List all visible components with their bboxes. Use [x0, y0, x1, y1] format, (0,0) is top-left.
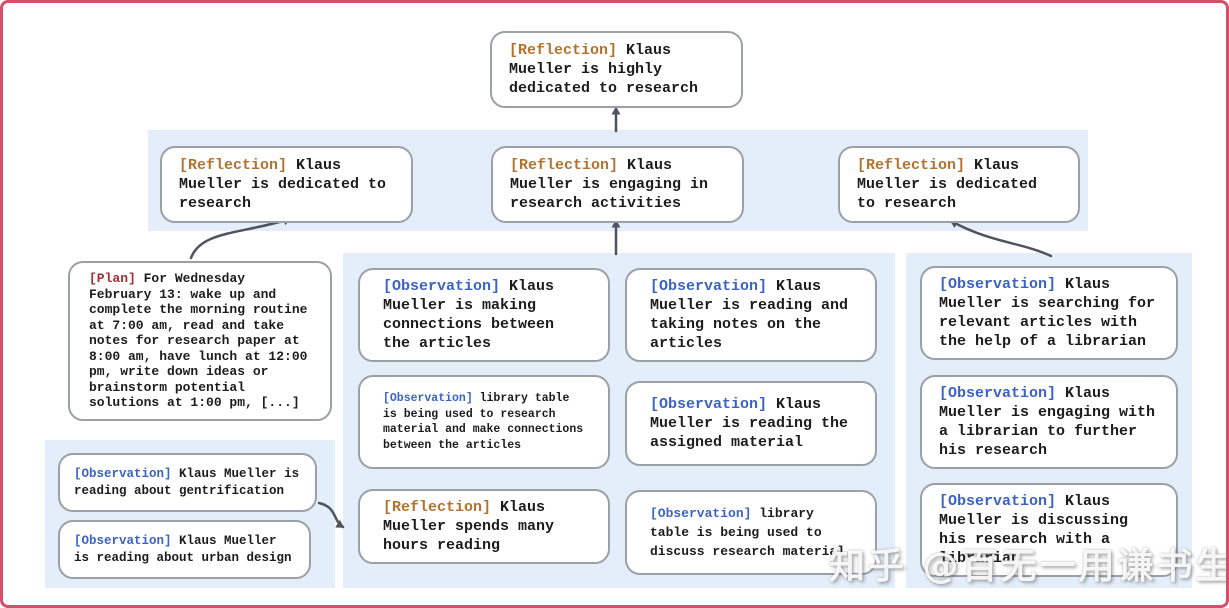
node-text: Klaus Mueller is reading the assigned ma…	[650, 396, 849, 451]
observation-tag: [Observation]	[650, 506, 752, 521]
node-text: Klaus Mueller is searching for relevant …	[939, 276, 1156, 350]
observation-tag: [Observation]	[939, 276, 1057, 293]
observation-tag: [Observation]	[383, 392, 473, 405]
observation-tag: [Observation]	[939, 385, 1057, 402]
node-observation-discussing-research: [Observation]Klaus Mueller is discussing…	[920, 483, 1178, 577]
node-text: Klaus Mueller is reading about urban des…	[74, 534, 292, 565]
node-text: library table is being used to research …	[383, 392, 584, 452]
node-text: Klaus Mueller is dedicated to research	[179, 157, 387, 212]
node-observation-engaging-librarian: [Observation]Klaus Mueller is engaging w…	[920, 375, 1178, 469]
node-text: Klaus Mueller is reading and taking note…	[650, 278, 849, 352]
node-observation-assigned-material: [Observation]Klaus Mueller is reading th…	[625, 381, 877, 466]
node-text: For Wednesday February 13: wake up and c…	[89, 271, 308, 410]
node-observation-taking-notes: [Observation]Klaus Mueller is reading an…	[625, 268, 877, 362]
reflection-tag: [Reflection]	[179, 157, 288, 174]
node-text: Klaus Mueller spends many hours reading	[383, 499, 555, 554]
node-text: Klaus Mueller is highly dedicated to res…	[509, 42, 699, 97]
observation-tag: [Observation]	[650, 278, 768, 295]
observation-tag: [Observation]	[939, 493, 1057, 510]
node-reflection-1: [Reflection]Klaus Mueller is dedicated t…	[160, 146, 413, 223]
node-text: Klaus Mueller is dedicated to research	[857, 157, 1038, 212]
reflection-tag: [Reflection]	[510, 157, 619, 174]
reflection-tag: [Reflection]	[509, 42, 618, 59]
observation-tag: [Observation]	[74, 467, 172, 481]
observation-tag: [Observation]	[650, 396, 768, 413]
node-observation-library-table-research: [Observation]library table is being used…	[358, 375, 610, 469]
node-top-reflection: [Reflection]Klaus Mueller is highly dedi…	[490, 31, 743, 108]
node-observation-gentrification: [Observation]Klaus Mueller is reading ab…	[58, 453, 317, 512]
watermark: 知乎 @百无一用谦书生	[829, 546, 1229, 587]
node-observation-urban-design: [Observation]Klaus Mueller is reading ab…	[58, 520, 311, 579]
node-observation-searching-articles: [Observation]Klaus Mueller is searching …	[920, 266, 1178, 360]
node-text: Klaus Mueller is discussing his research…	[939, 493, 1129, 567]
plan-tag: [Plan]	[89, 271, 136, 286]
node-reflection-3: [Reflection]Klaus Mueller is dedicated t…	[838, 146, 1080, 223]
node-plan: [Plan]For Wednesday February 13: wake up…	[68, 261, 332, 421]
reflection-tag: [Reflection]	[383, 499, 492, 516]
node-reflection-spends-hours-reading: [Reflection]Klaus Mueller spends many ho…	[358, 489, 610, 564]
observation-tag: [Observation]	[74, 534, 172, 548]
node-text: Klaus Mueller is making connections betw…	[383, 278, 555, 352]
node-observation-library-table-discuss: [Observation]library table is being used…	[625, 490, 877, 575]
node-text: Klaus Mueller is engaging with a librari…	[939, 385, 1156, 459]
reflection-tag: [Reflection]	[857, 157, 966, 174]
node-text: Klaus Mueller is engaging in research ac…	[510, 157, 709, 212]
node-text: Klaus Mueller is reading about gentrific…	[74, 467, 300, 498]
node-observation-making-connections: [Observation]Klaus Mueller is making con…	[358, 268, 610, 362]
observation-tag: [Observation]	[383, 278, 501, 295]
node-reflection-2: [Reflection]Klaus Mueller is engaging in…	[491, 146, 744, 223]
node-text: library table is being used to discuss r…	[650, 506, 846, 559]
